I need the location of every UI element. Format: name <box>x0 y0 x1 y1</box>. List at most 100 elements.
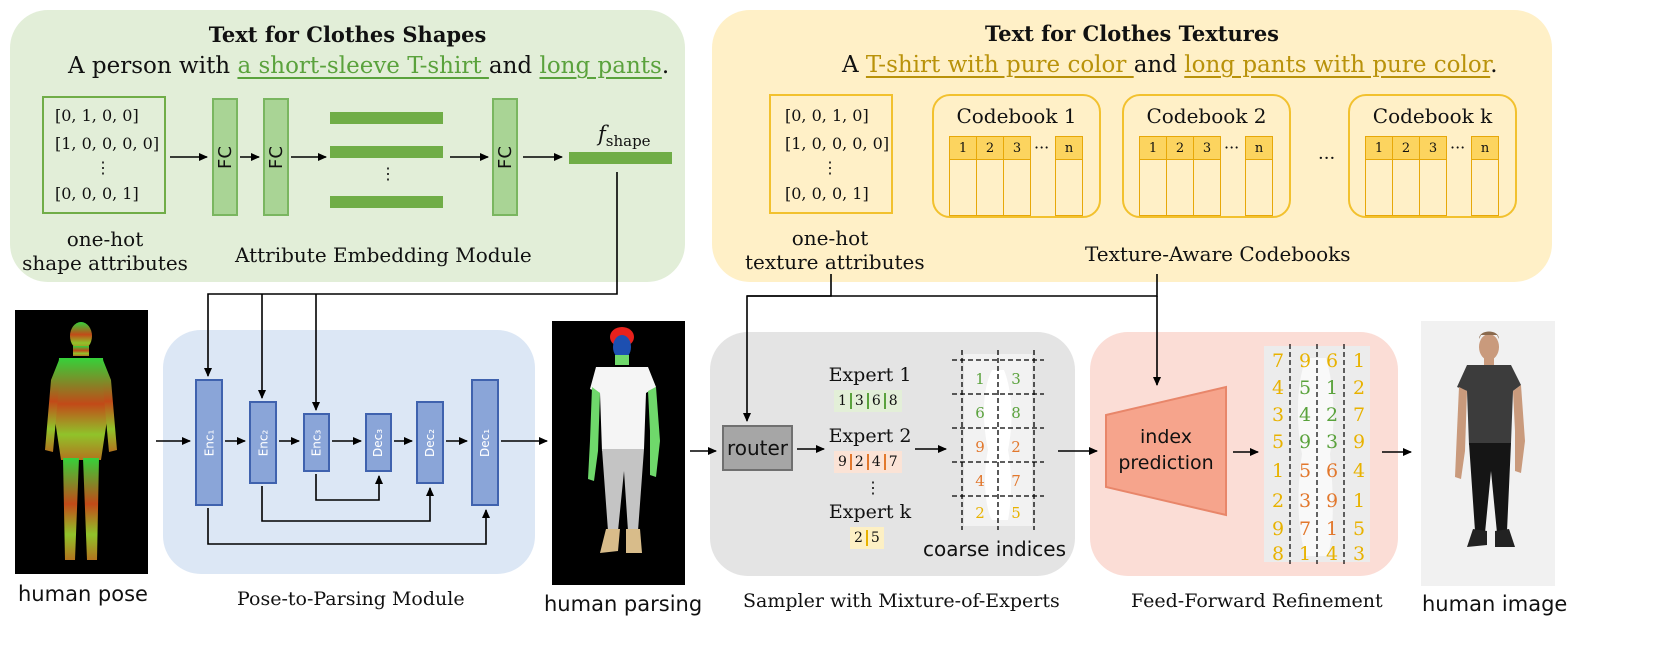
embedding-bar-3 <box>330 196 443 208</box>
fc-label-1: FC <box>214 145 236 169</box>
enc-3-label: Enc₃ <box>309 429 324 456</box>
shape-vector-3: [0, 0, 0, 1] <box>55 184 139 203</box>
texture-onehot-box <box>769 94 893 214</box>
refined-index: 7 <box>1271 350 1285 372</box>
refined-index: 1 <box>1352 350 1366 372</box>
refined-index: 5 <box>1298 460 1312 482</box>
refined-index: 9 <box>1271 518 1285 540</box>
refined-index: 9 <box>1325 490 1339 512</box>
codebook-k-cell-1: 1 <box>1365 136 1393 160</box>
codebook-2-cell-2: 2 <box>1166 136 1194 160</box>
refined-index: 3 <box>1298 490 1312 512</box>
codebook-1-column-n <box>1055 160 1083 216</box>
human-image-label: human image <box>1422 592 1568 616</box>
refined-index: 2 <box>1352 377 1366 399</box>
expert-k-index-2: 5 <box>870 530 880 546</box>
expert-k-label: Expert k <box>828 501 912 523</box>
codebook-1-cell-n: n <box>1055 136 1083 160</box>
refined-index: 6 <box>1325 350 1339 372</box>
codebook-2-column-3 <box>1193 160 1221 216</box>
refined-index: 1 <box>1325 377 1339 399</box>
dec-1-label: Dec₁ <box>478 428 492 457</box>
attribute-embedding-module-label: Attribute Embedding Module <box>235 243 532 267</box>
codebook-2-column-1 <box>1139 160 1167 216</box>
expert-1-index-3: 6 <box>871 393 881 409</box>
coarse-index: 3 <box>1011 370 1021 388</box>
refined-index: 5 <box>1271 431 1285 453</box>
texture-sentence-mid: and <box>1133 52 1185 78</box>
pose-to-parsing-module-label: Pose-to-Parsing Module <box>237 588 465 610</box>
refined-index: 9 <box>1352 431 1366 453</box>
pose-figure-icon <box>45 322 117 560</box>
coarse-index: 9 <box>975 438 985 456</box>
texture-attribute-2: long pants with pure color <box>1184 52 1491 78</box>
codebook-k-cell-n: n <box>1471 136 1499 160</box>
codebook-k-cell-3: 3 <box>1419 136 1447 160</box>
refined-index: 2 <box>1271 490 1285 512</box>
index-prediction-block <box>1104 385 1228 517</box>
expert-2-label: Expert 2 <box>828 425 912 447</box>
router-box: router <box>722 425 793 471</box>
refined-index: 6 <box>1325 460 1339 482</box>
texture-sentence-end: . <box>1490 52 1498 78</box>
shape-vector-1: [0, 1, 0, 0] <box>55 106 139 125</box>
codebook-k-column-n <box>1471 160 1499 216</box>
codebook-1-column-2 <box>976 160 1004 216</box>
human-pose-image <box>15 310 148 574</box>
refined-index: 1 <box>1271 460 1285 482</box>
refined-index: 3 <box>1325 431 1339 453</box>
shape-panel-title: Text for Clothes Shapes <box>208 22 487 47</box>
f-shape-sub: shape <box>605 132 651 151</box>
codebook-k-column-1 <box>1365 160 1393 216</box>
texture-vector-3: [0, 0, 0, 1] <box>785 184 869 203</box>
f-shape-f: f <box>598 122 606 146</box>
enc-2-block: Enc₂ <box>249 401 277 484</box>
coarse-index: 7 <box>1011 472 1021 490</box>
dec-2-label: Dec₂ <box>423 428 437 457</box>
fc-layer-3: FC <box>492 98 518 216</box>
refined-index: 1 <box>1325 518 1339 540</box>
codebook-2-cell-3: 3 <box>1193 136 1221 160</box>
texture-sentence: A T-shirt with pure color and long pants… <box>842 52 1498 78</box>
fc-layer-1: FC <box>212 98 238 216</box>
dec-2-block: Dec₂ <box>416 401 444 484</box>
codebook-2-column-2 <box>1166 160 1194 216</box>
texture-vector-dots: ⋮ <box>822 158 838 177</box>
embedding-bar-1 <box>330 112 443 124</box>
codebook-2-dots: ··· <box>1224 138 1240 157</box>
refined-index: 4 <box>1352 460 1366 482</box>
expert-1-index-1: 1 <box>838 393 847 409</box>
expert-2-index-2: 2 <box>854 454 864 470</box>
sampler-label: Sampler with Mixture-of-Experts <box>743 590 1060 612</box>
codebook-1-title: Codebook 1 <box>956 104 1077 128</box>
refined-index: 4 <box>1325 543 1339 565</box>
texture-vector-1: [0, 0, 1, 0] <box>785 106 869 125</box>
enc-2-label: Enc₂ <box>256 429 271 456</box>
expert-1-label: Expert 1 <box>828 364 912 386</box>
refined-index: 3 <box>1352 543 1366 565</box>
codebook-2-column-n <box>1245 160 1273 216</box>
coarse-indices-grid <box>952 350 1044 530</box>
codebook-2-title: Codebook 2 <box>1146 104 1267 128</box>
refined-index: 1 <box>1298 543 1312 565</box>
coarse-indices-label: coarse indices <box>923 537 1066 561</box>
coarse-index: 2 <box>1011 438 1021 456</box>
texture-vector-2: [1, 0, 0, 0, 0] <box>785 134 890 153</box>
expert-1-index-2: 3 <box>854 393 864 409</box>
router-label: router <box>726 436 789 460</box>
codebook-1-column-1 <box>949 160 977 216</box>
human-parsing-image <box>552 321 685 585</box>
person-photo-icon <box>1455 331 1525 547</box>
coarse-index: 6 <box>975 404 985 422</box>
embedding-bar-2 <box>330 146 443 158</box>
refined-indices-grid <box>1262 344 1372 564</box>
parsing-figure-icon <box>588 327 660 553</box>
texture-onehot-label-1: one-hot <box>791 226 869 250</box>
refined-index: 9 <box>1298 350 1312 372</box>
shape-sentence: A person with a short-sleeve T-shirt and… <box>68 53 669 79</box>
index-prediction-line-1: index <box>1140 426 1192 448</box>
refined-grid-lines <box>1264 344 1370 564</box>
texture-attribute-1: T-shirt with pure color <box>865 52 1134 78</box>
dec-3-label: Dec₃ <box>371 428 386 457</box>
